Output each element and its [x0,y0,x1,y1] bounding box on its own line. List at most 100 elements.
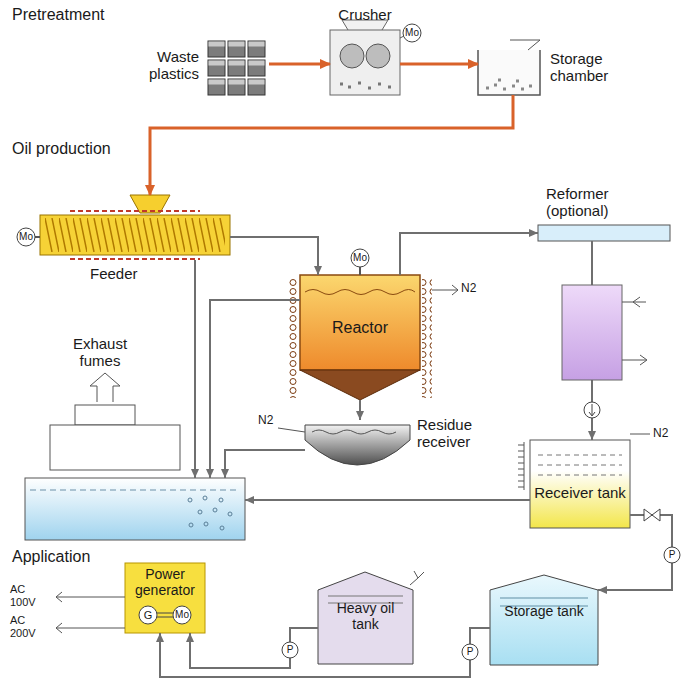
feeder-barrel [40,215,230,255]
section-title: Oil production [12,140,111,158]
plastic-blocks [207,40,267,97]
oil-level [538,455,622,475]
feeder: Feeder [40,195,230,260]
voltage-label: AC 200V [10,614,52,639]
coupling [157,613,173,617]
pump-label: P [287,645,294,655]
vent-pipe [410,571,424,585]
node-label: Exhaust fumes [55,335,145,370]
heating-coil [288,278,298,398]
gas-label: N2 [653,427,668,441]
pipe-line [400,233,538,275]
feeder-screw [45,218,225,252]
node-label: Power generator [127,566,203,598]
pipe-line [245,499,530,501]
pipe-line [225,450,305,478]
reformer-body [538,225,670,241]
reactor: Reactor [300,275,420,400]
crushed-bits [340,83,391,88]
nitrogen-line [278,428,305,432]
crusher-body [330,30,400,95]
residue-bowl [305,425,410,465]
power-generator: Power generator [125,563,205,633]
storage-chamber: Storage chamber [478,40,540,95]
generator-symbol [139,606,157,624]
node-label: Reactor [300,319,420,337]
reactor-funnel [300,370,420,400]
motor-label: Mo [175,610,189,620]
generator-label: G [144,610,153,621]
gas-label: N2 [258,414,273,428]
chimney-body [50,425,180,470]
generator-body [125,563,205,633]
motor-symbol [351,249,369,267]
node-label: Feeder [90,265,170,282]
flow-arrow [269,63,330,66]
section-title: Application [12,548,90,566]
waste-plastics: Waste plastics [205,38,269,98]
reformer: Reformer (optional) [538,225,670,241]
flow-arrow [400,63,478,66]
water-level [30,490,240,491]
pump-symbol [282,642,298,658]
chamber-chute [510,40,540,50]
heating-coil [422,278,432,398]
receiver-tank-body [530,440,630,528]
motor-symbol [403,24,421,42]
nitrogen-line [630,434,650,435]
pump-label: P [669,550,676,560]
level-gauge [518,442,524,490]
crusher-roller [366,44,390,68]
flow-gauge [589,404,595,416]
residue-level [312,430,396,434]
pipe-line [230,237,318,275]
condenser [562,285,622,380]
chimney-top [75,405,135,425]
node-label: Reformer (optional) [546,185,656,220]
feeder-heater [70,211,200,259]
pipe-line [160,628,490,677]
gas-label: N2 [461,282,476,296]
motor-shaft [359,267,361,275]
motor-symbol [173,606,191,624]
crusher-roller [340,44,364,68]
power-output [56,592,125,633]
node-label: Residue receiver [417,416,509,451]
crusher: Crusher [330,30,400,95]
motor-symbol [17,228,35,246]
valve-symbol [644,509,660,521]
flow-gauge [584,402,600,418]
node-label: Storage chamber [550,50,650,85]
pipe-line [359,400,361,420]
motor-shaft [35,236,40,238]
reactor-vessel [300,275,420,370]
storage-tank-body [490,575,598,665]
pump-symbol [664,547,680,563]
heavy-oil-tank-body [318,572,413,664]
pump-symbol [462,644,478,660]
bubbles [188,496,232,530]
chamber-bits [486,80,532,89]
node-label: Receiver tank [534,484,626,501]
pipe-line [194,260,196,478]
receiver-tank: Receiver tank [530,440,630,528]
node-label: Crusher [320,6,410,23]
motor-label: Mo [353,253,367,263]
node-label: Waste plastics [123,48,199,83]
node-label: Heavy oil tank [324,600,407,632]
node-label: Storage tank [498,603,590,619]
heavy-oil-tank: Heavy oil tank [318,572,413,664]
exhaust-arrow [90,373,120,402]
storage-chamber-body [478,50,540,95]
reactor-level [305,290,415,295]
pipe-line [190,628,318,668]
cooling-water [622,297,647,365]
voltage-label: AC 100V [10,583,52,608]
scrubber: Exhaust fumes [25,478,245,540]
level-gauge [524,442,525,490]
residue-receiver: Residue receiver [305,420,410,475]
scrubber-tank [25,478,245,540]
pipe-line [210,300,300,478]
nitrogen-line [432,285,458,295]
